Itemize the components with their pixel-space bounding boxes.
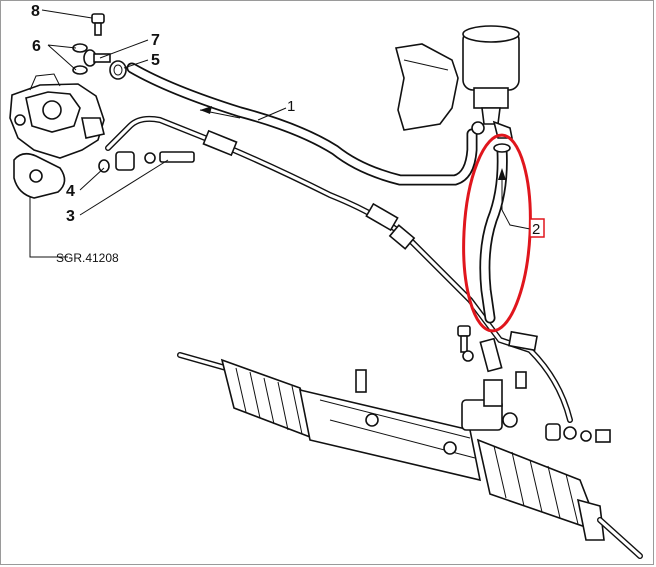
- callout-3: 3: [66, 208, 75, 225]
- callout-7: 7: [151, 32, 160, 49]
- fittings-cluster: [72, 13, 127, 80]
- supply-hose-2: [479, 143, 511, 324]
- callout-8: 8: [31, 3, 40, 20]
- leader-lines: [29, 9, 531, 258]
- steering-pump: [9, 73, 105, 199]
- callout-2-box: [529, 218, 545, 238]
- reference-code: SGR.41208: [56, 251, 119, 265]
- callout-5: 5: [151, 52, 160, 69]
- steering-rack: [177, 325, 643, 559]
- callout-2: 2: [532, 221, 540, 238]
- return-hose-1: [126, 62, 478, 186]
- pressure-line: [98, 115, 573, 423]
- callout-6: 6: [32, 38, 41, 55]
- callout-1: 1: [287, 98, 295, 115]
- callout-4: 4: [66, 183, 75, 200]
- fluid-reservoir: [394, 25, 520, 139]
